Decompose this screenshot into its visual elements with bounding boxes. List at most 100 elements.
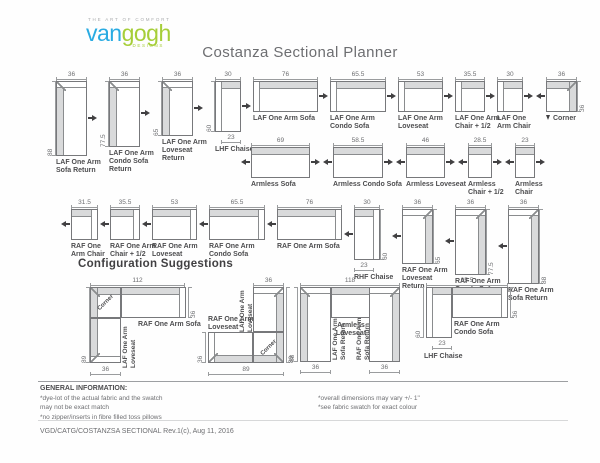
dimension: 77.5 [99, 81, 109, 147]
arm-panel [216, 82, 222, 131]
brand-name-van: van [86, 20, 122, 46]
arm-panel [399, 82, 405, 111]
arrow-left-icon [505, 159, 514, 165]
brand-wordmark: vangogh [86, 20, 171, 46]
piece-box [333, 147, 383, 178]
arm-panel [91, 356, 120, 362]
piece-box [90, 318, 121, 363]
miter-line [163, 82, 172, 91]
back-band [216, 82, 240, 89]
piece-label: Armless Sofa [251, 181, 296, 188]
piece-box [455, 209, 486, 275]
back-band [91, 288, 120, 295]
config-heading: Configuration Suggestions [78, 258, 234, 270]
piece-label: RAF One Arm Chair + 1/2 [110, 243, 156, 259]
back-band [392, 288, 399, 361]
back-band [278, 210, 341, 217]
dimension: 60 [380, 209, 390, 260]
arrow-right-icon [446, 159, 455, 165]
dimension: 65.5 [209, 198, 265, 209]
dimension: 35.5 [110, 198, 140, 209]
arrow-left-icon [267, 221, 276, 227]
brand-designs: DESIGNS [132, 43, 164, 48]
dimension: 118 [300, 276, 400, 287]
dimension: 36 [455, 198, 486, 209]
back-band [122, 288, 185, 295]
arrow-left-icon [498, 243, 507, 249]
dimension: 35.5 [455, 70, 485, 81]
piece-box [215, 81, 241, 132]
piece-box [251, 147, 310, 178]
arm-panel [110, 82, 139, 88]
dimension: 36 [577, 81, 587, 112]
arm-panel [498, 82, 504, 111]
miter-line [390, 288, 399, 297]
arm-panel [163, 82, 192, 88]
miter-line [57, 82, 66, 91]
arrow-right-icon [311, 159, 320, 165]
piece-box [546, 81, 577, 112]
dimension: 36 [546, 70, 577, 81]
dimension: 36 [56, 70, 87, 81]
back-band [91, 288, 98, 317]
back-band [498, 82, 522, 89]
arrow-left-icon [100, 221, 109, 227]
arrow-left-icon [61, 221, 70, 227]
arrow-right-icon [493, 159, 502, 165]
dimension: 95.5 [426, 276, 508, 287]
piece-box [402, 209, 433, 264]
dimension: 65.5 [330, 70, 386, 81]
dimension: 89 [286, 287, 296, 363]
dimension: 36 [188, 287, 198, 318]
back-band [332, 288, 369, 295]
back-band [427, 288, 451, 295]
back-band [210, 210, 264, 217]
dimension: 76 [253, 70, 318, 81]
miter-line [209, 353, 218, 362]
dimension: 23 [432, 339, 452, 350]
arm-panel [190, 210, 196, 239]
piece-box [455, 81, 485, 112]
arm-panel [179, 288, 185, 317]
piece-box [398, 81, 443, 112]
arm-panel [456, 82, 462, 111]
dimension: 53 [398, 70, 443, 81]
piece-box [406, 147, 445, 178]
arm-panel [258, 210, 264, 239]
piece-label: RHF Chaise [354, 274, 394, 281]
dimension: 88 [46, 81, 56, 156]
back-band [334, 148, 382, 155]
miter-line [567, 82, 576, 91]
back-band [276, 288, 283, 331]
miter-line [529, 210, 538, 219]
arrow-right-icon [319, 93, 328, 99]
miter-line [476, 210, 485, 219]
vangogh-logo: THE ART OF COMFORT vangogh DESIGNS [86, 17, 171, 48]
page-title: Costanza Sectional Planner [202, 44, 398, 61]
dimension: 23 [221, 133, 241, 144]
miter-line [274, 353, 283, 362]
piece-box [468, 147, 492, 178]
arrow-left-icon [536, 93, 545, 99]
dimension: 23 [354, 261, 374, 272]
arrow-left-icon [396, 159, 405, 165]
back-band [331, 82, 385, 89]
dimension: 36 [253, 276, 284, 287]
miter-line [274, 288, 283, 297]
piece-label: RAF One Arm Loveseat Return [402, 267, 448, 291]
dimension: 89 [208, 365, 284, 376]
dimension: 30 [354, 198, 380, 209]
arm-panel [456, 210, 485, 216]
dimension: 46 [406, 136, 445, 147]
